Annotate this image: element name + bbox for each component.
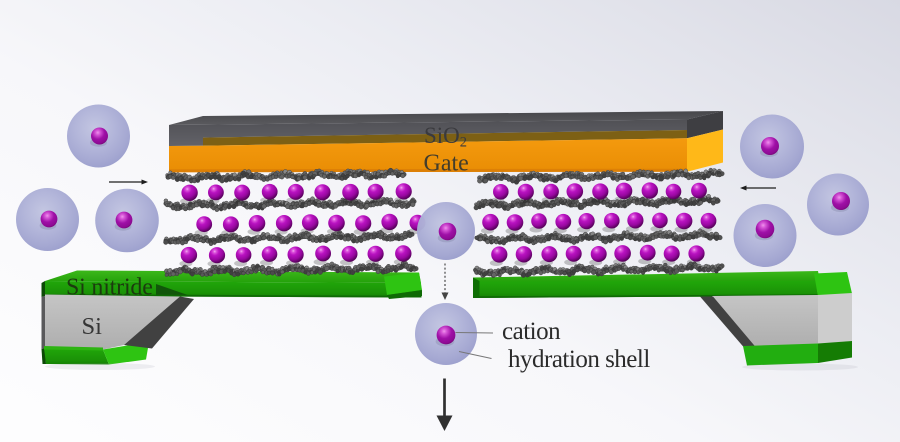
svg-text:hydration shell: hydration shell	[508, 346, 650, 373]
svg-text:Gate: Gate	[424, 151, 469, 177]
svg-text:Si: Si	[82, 313, 103, 340]
svg-text:cation: cation	[502, 318, 561, 345]
svg-text:Si nitride: Si nitride	[66, 275, 153, 301]
svg-text:SiO2: SiO2	[424, 123, 467, 151]
